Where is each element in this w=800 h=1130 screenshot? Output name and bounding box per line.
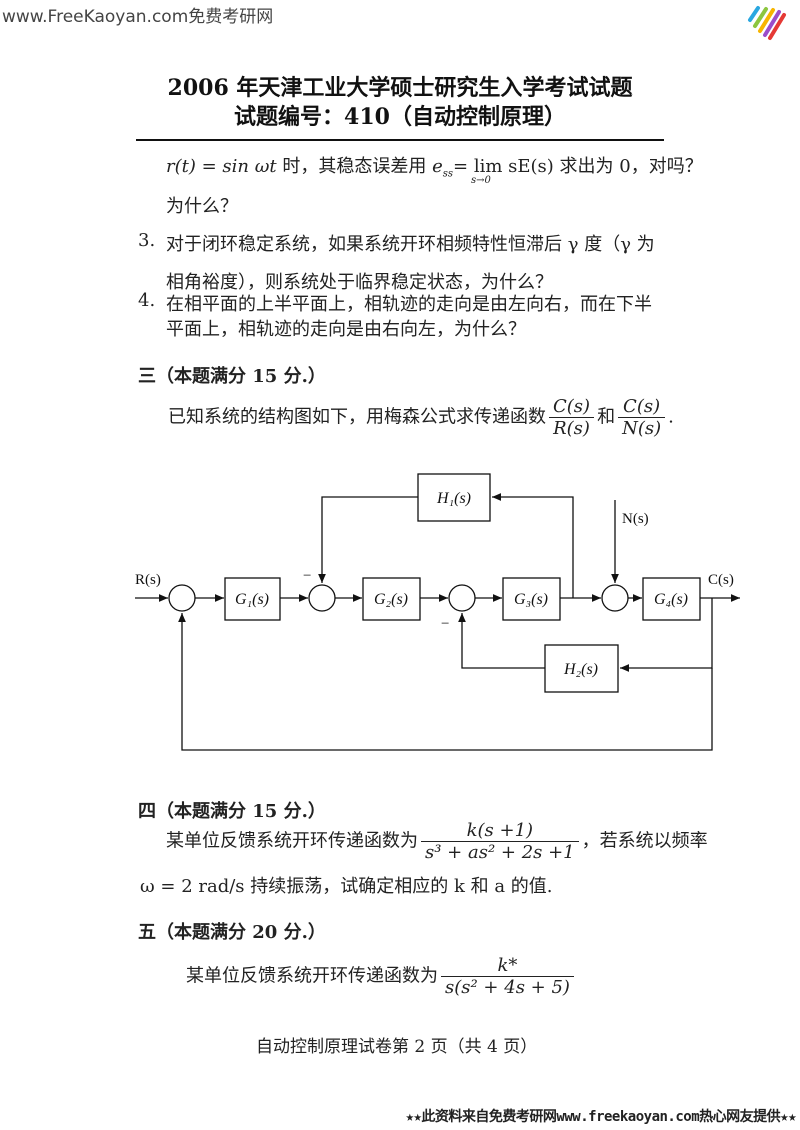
site-header: www.FreeKaoyan.com免费考研网	[2, 7, 274, 27]
q2-line1: r(t) = sin ωt 时，其稳态误差用 ess = lim sE(s)s→…	[166, 152, 703, 186]
label-output: C(s)	[708, 572, 734, 588]
block-diagram: R(s) C(s) N(s) − − G₁(s) G₂(s) G₃(s) G₄(…	[135, 473, 740, 751]
label-h1: H₁(s)	[436, 490, 471, 507]
summing-junction-4	[601, 584, 629, 612]
text: 某单位反馈系统开环传递函数为	[166, 830, 418, 852]
minus-sign: −	[441, 616, 449, 632]
denominator: R(s)	[553, 418, 590, 439]
text: 和	[597, 406, 616, 428]
label-g3: G₃(s)	[514, 591, 548, 608]
section3-heading: 三（本题满分 15 分.）	[138, 366, 326, 387]
label-input: R(s)	[135, 572, 161, 588]
q4-line2: 平面上，相轨迹的走向是由右向左，为什么？	[166, 319, 526, 340]
q4-number: 4.	[138, 290, 156, 311]
math-ess-sub: ss	[442, 168, 454, 180]
h1-feedback-path	[492, 493, 574, 598]
numerator: C(s)	[618, 396, 666, 418]
text: 某单位反馈系统开环传递函数为	[186, 965, 438, 987]
block-g4	[642, 577, 701, 621]
block-g3	[502, 577, 561, 621]
math-ess: e	[432, 156, 443, 177]
exam-subtitle: 试题编号：410（自动控制原理）	[234, 104, 566, 130]
section5-heading: 五（本题满分 20 分.）	[138, 922, 326, 943]
math-lim: = lim sE(s)	[453, 156, 554, 177]
label-g2: G₂(s)	[374, 591, 408, 608]
transfer-function-fraction: k*s(s² + 4s + 5)	[441, 955, 574, 998]
text: ，若系统以频率	[581, 830, 708, 852]
denominator: N(s)	[622, 418, 662, 439]
section4-heading: 四（本题满分 15 分.）	[138, 801, 326, 822]
transfer-function-fraction: k(s +1)s³ + as² + 2s +1	[421, 820, 579, 863]
text: 已知系统的结构图如下，用梅森公式求传递函数	[168, 406, 546, 428]
numerator: k*	[441, 955, 574, 977]
block-g2	[362, 577, 421, 621]
label-g1: G₁(s)	[235, 591, 269, 608]
q3-number: 3.	[138, 230, 156, 251]
math-lim-sub: s→0	[471, 175, 491, 186]
source-banner: ★★此资料来自免费考研网www.freekaoyan.com热心网友提供★★	[405, 1109, 797, 1125]
header-rule	[136, 139, 664, 141]
fraction-c-over-r: C(s)R(s)	[549, 396, 595, 439]
summing-junction-3	[448, 584, 476, 612]
text: 求出为 0，对吗？	[553, 156, 703, 177]
label-h2: H₂(s)	[563, 661, 598, 678]
label-g4: G₄(s)	[654, 591, 688, 608]
q4-line1: 在相平面的上半平面上，相轨迹的走向是由左向右，而在下半	[166, 294, 652, 315]
q3-line2: 相角裕度），则系统处于临界稳定状态，为什么？	[166, 272, 553, 293]
block-g1	[224, 577, 281, 621]
denominator: s³ + as² + 2s +1	[425, 842, 575, 863]
denominator: s(s² + 4s + 5)	[445, 977, 570, 998]
text: .	[668, 406, 674, 428]
unity-feedback-path	[178, 613, 713, 751]
h2-feedback-path	[620, 598, 713, 672]
q3-line1: 对于闭环稳定系统，如果系统开环相频特性恒滞后 γ 度（γ 为	[166, 234, 655, 255]
section4-line2: ω = 2 rad/s 持续振荡，试确定相应的 k 和 a 的值.	[140, 876, 553, 897]
exam-title: 2006 年天津工业大学硕士研究生入学考试试题	[167, 75, 633, 101]
summing-junction-1	[168, 584, 196, 612]
numerator: C(s)	[549, 396, 595, 418]
q2-line2: 为什么？	[166, 196, 238, 217]
page-footer: 自动控制原理试卷第 2 页（共 4 页）	[256, 1037, 538, 1057]
math-rt: r(t) = sin ωt	[166, 156, 277, 177]
label-disturbance: N(s)	[622, 511, 649, 527]
site-logo	[748, 6, 786, 40]
minus-sign: −	[303, 568, 311, 584]
fraction-c-over-n: C(s)N(s)	[618, 396, 666, 439]
summing-junction-2	[308, 584, 336, 612]
text: 时，其稳态误差用	[276, 156, 433, 177]
numerator: k(s +1)	[421, 820, 579, 842]
